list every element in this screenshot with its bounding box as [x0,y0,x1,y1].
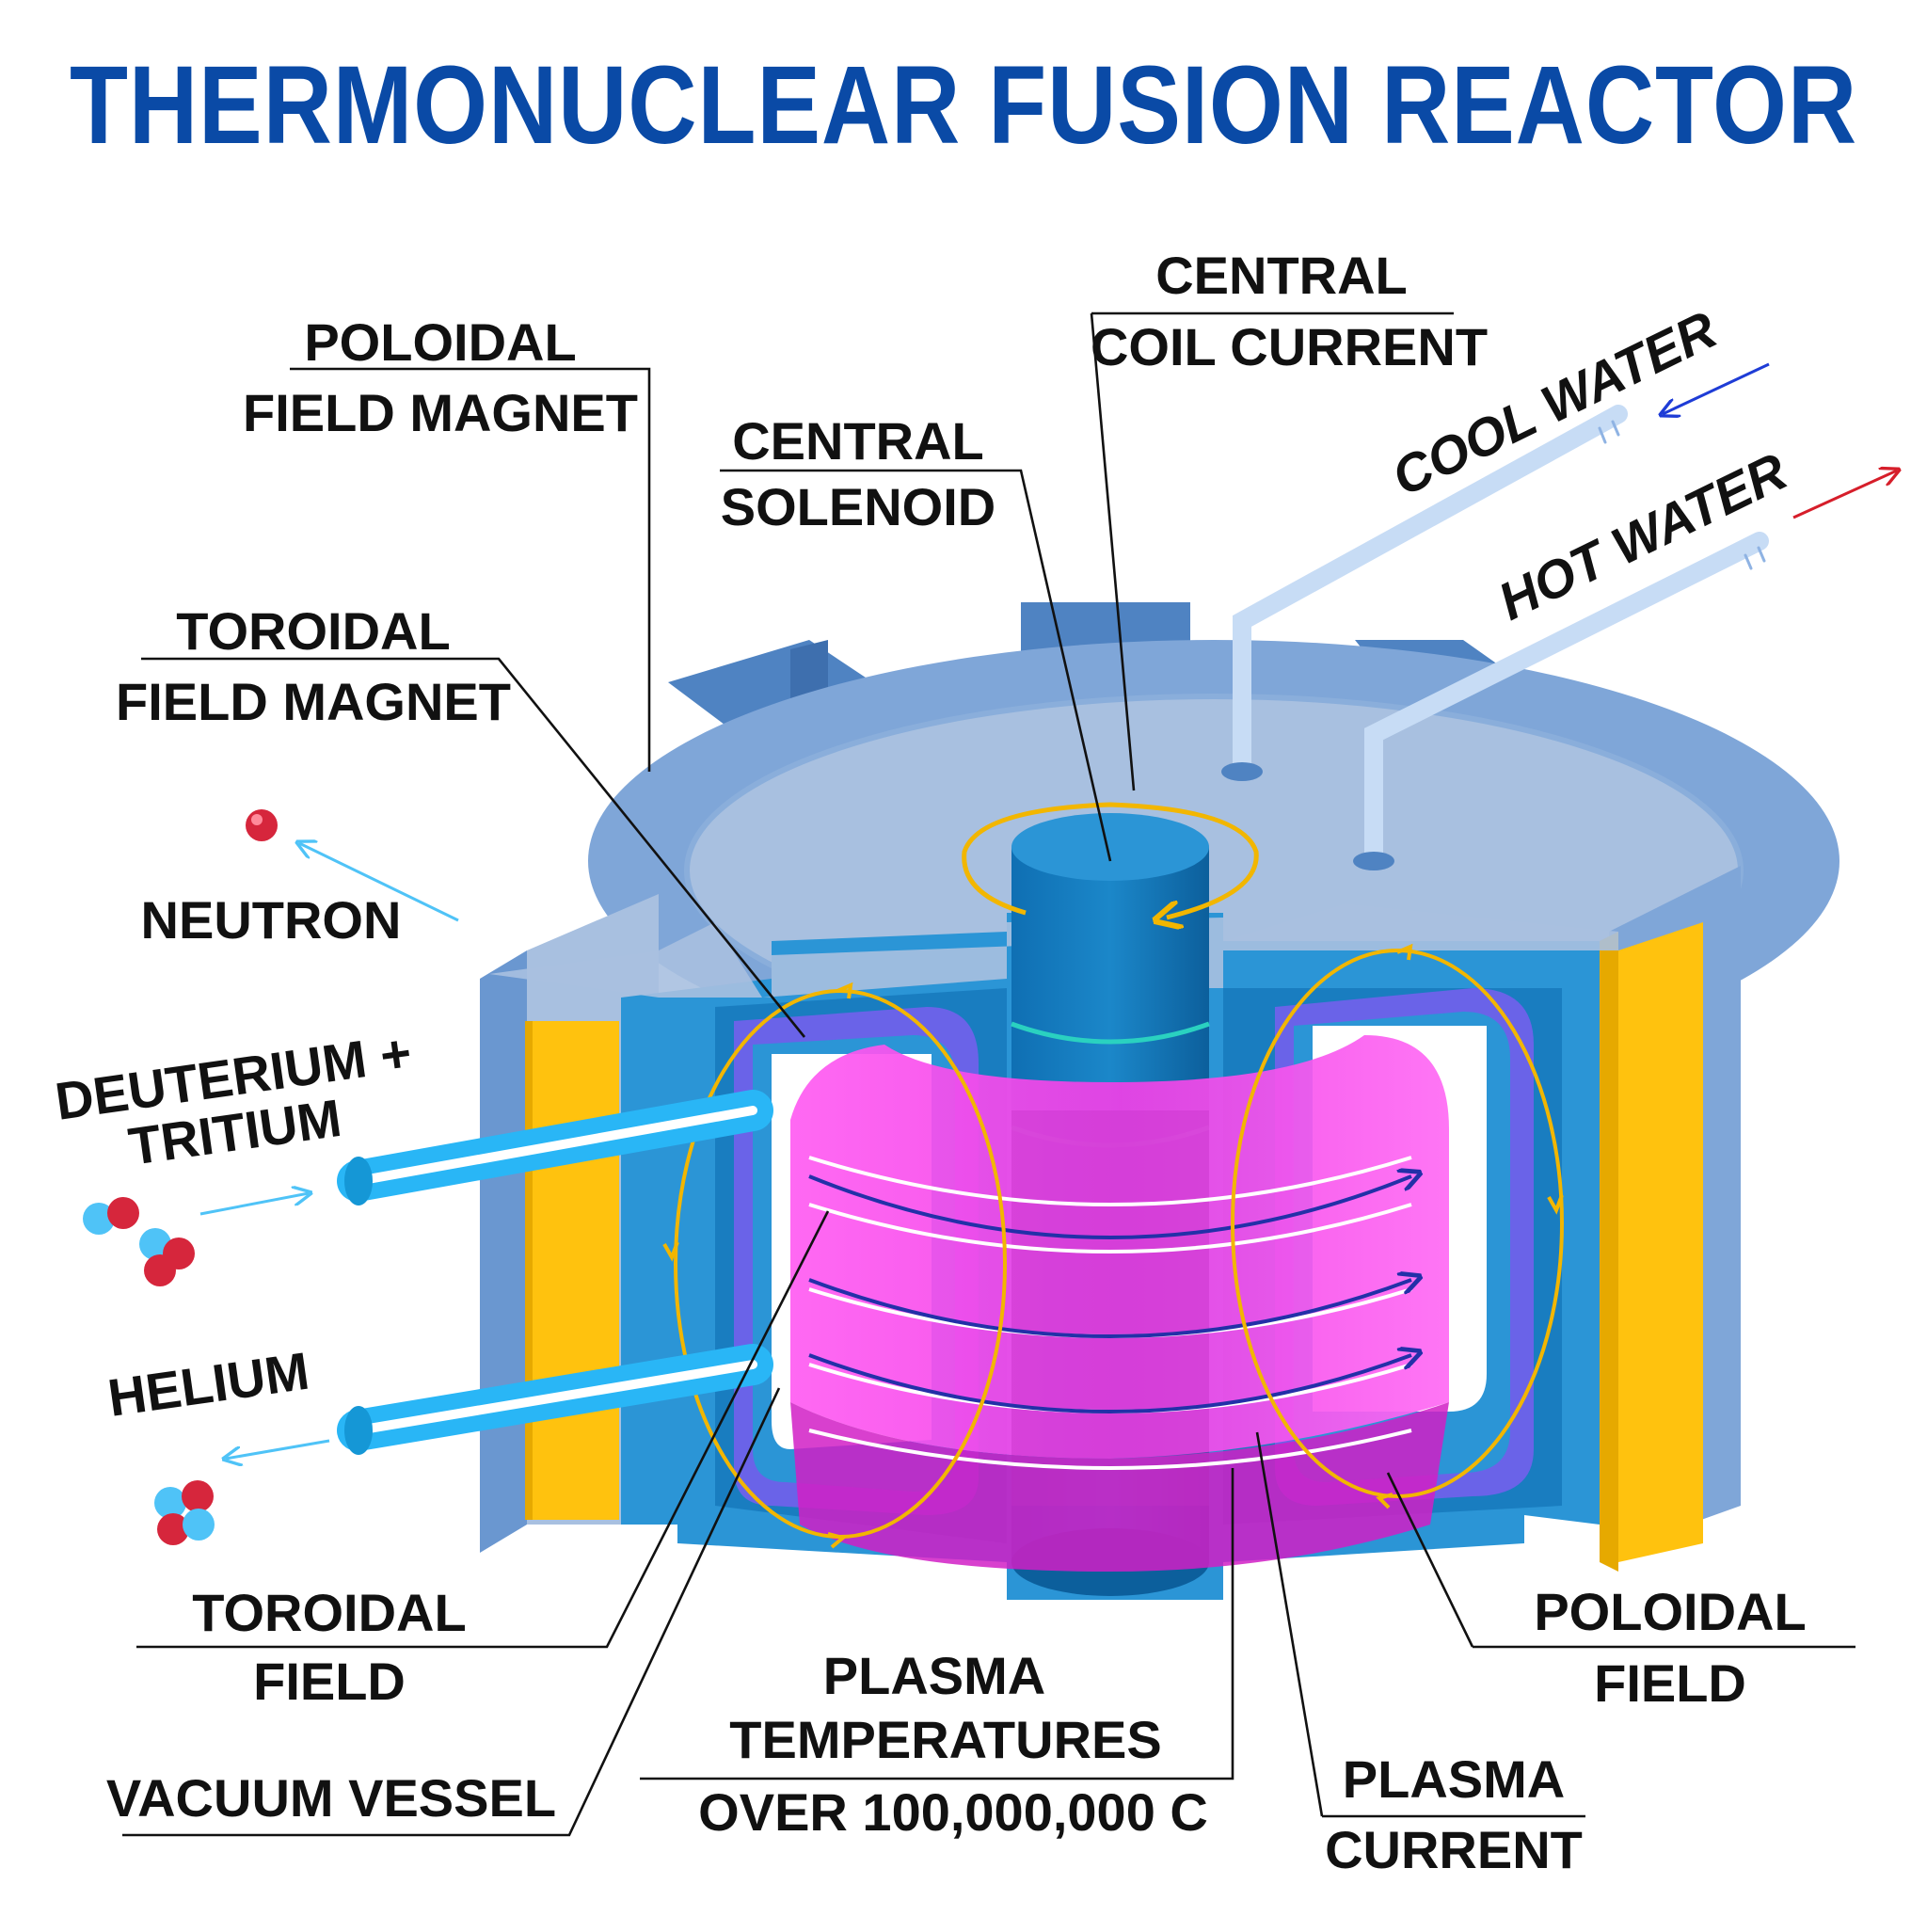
cool-water-arrow [1663,362,1770,414]
label-vacuum-vessel: VACUUM VESSEL [106,1768,556,1828]
helium-outflow-arrow [226,1439,330,1459]
label-central-coil-current-2: COIL CURRENT [1091,317,1488,376]
hot-water-arrow [1792,471,1897,519]
label-plasma-current-2: CURRENT [1325,1820,1583,1879]
label-plasma-temperatures-3: OVER 100,000,000 C [698,1782,1208,1842]
label-central-coil-current-1: CENTRAL [1155,246,1408,305]
neutron-arrow [299,843,459,922]
label-neutron: NEUTRON [141,890,402,950]
reactor-body [337,405,1839,1600]
label-toroidal-field-magnet-2: FIELD MAGNET [116,672,511,731]
right-magnet-slab [1618,922,1703,1562]
label-toroidal-field-magnet-1: TOROIDAL [176,601,450,661]
plasma-torus [790,1035,1449,1572]
label-central-solenoid-2: SOLENOID [721,477,995,536]
label-plasma-temperatures-1: PLASMA [823,1646,1045,1705]
label-toroidal-field-2: FIELD [253,1652,406,1711]
left-magnet-slab [533,1021,619,1520]
fuel-inflow-arrow [199,1193,309,1216]
leader-lines [122,311,1855,1837]
label-poloidal-field-2: FIELD [1594,1653,1746,1713]
label-central-solenoid-1: CENTRAL [732,411,984,471]
central-coil-current-loop [962,802,1259,918]
outer-wall-left [480,950,527,1553]
neutron-particle [246,809,278,841]
deuterium-tritium-atoms [83,1197,195,1286]
cooling-pipes [1221,405,1769,870]
diagram-title: THERMONUCLEAR FUSION REACTOR [70,43,1857,168]
helium-atoms [154,1480,215,1545]
label-poloidal-field-magnet-2: FIELD MAGNET [243,383,638,442]
fuel-pipes [337,1090,773,1455]
label-toroidal-field-1: TOROIDAL [192,1583,466,1642]
label-poloidal-field-magnet-1: POLOIDAL [304,312,576,372]
label-plasma-current-1: PLASMA [1343,1749,1565,1809]
plasma-current-lines [808,1176,1411,1413]
label-poloidal-field-1: POLOIDAL [1534,1582,1806,1641]
label-helium: HELIUM [104,1341,312,1428]
label-plasma-temperatures-2: TEMPERATURES [729,1710,1161,1769]
